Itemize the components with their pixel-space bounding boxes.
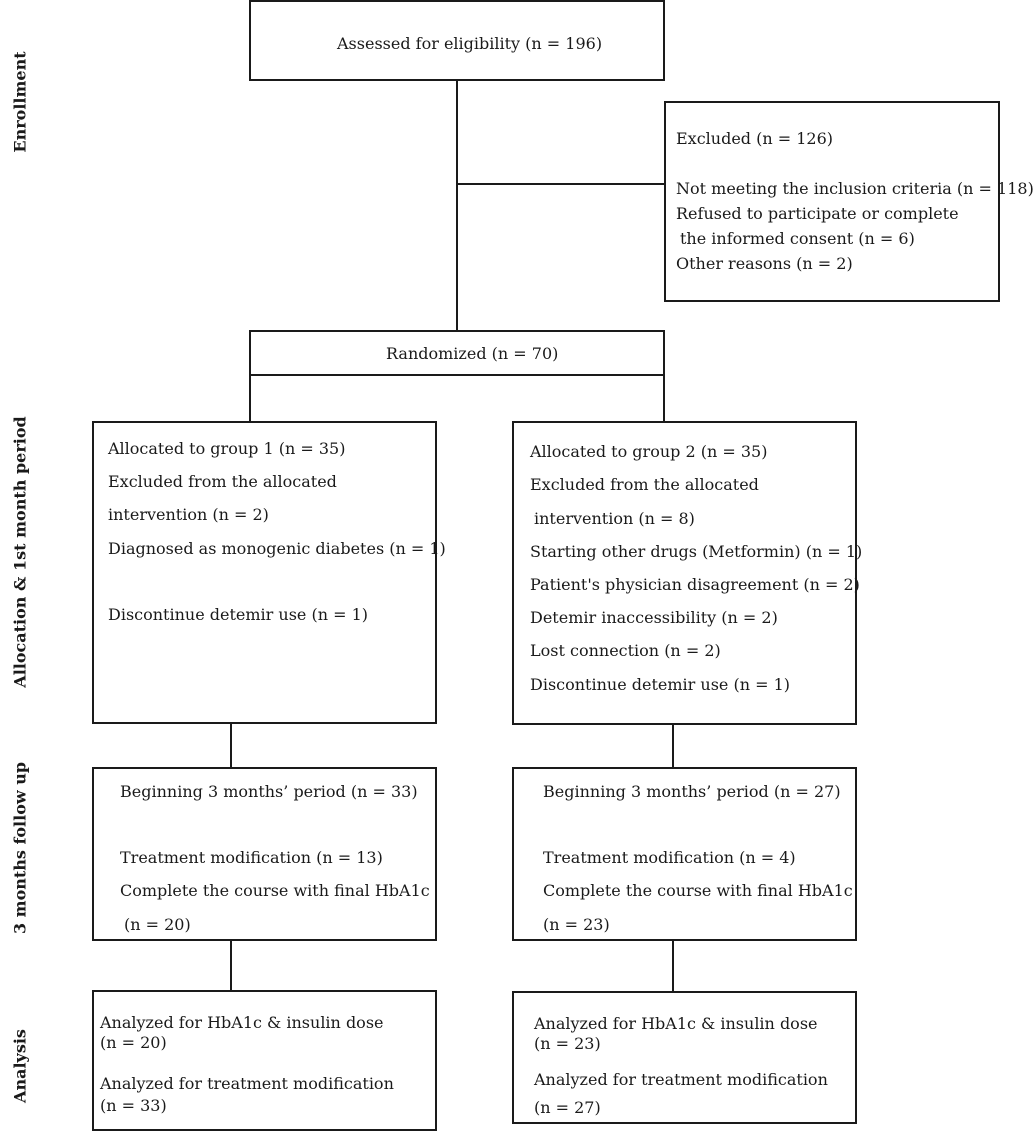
excluded-other: Other reasons (n = 2) [676, 254, 853, 273]
connector-group1-analysis [230, 940, 232, 991]
group2-metformin: Starting other drugs (Metformin) (n = 1) [530, 542, 863, 561]
connector-group1-followup [230, 723, 232, 768]
group2-lost: Lost connection (n = 2) [530, 641, 721, 660]
randomized-box: Randomized (n = 70) [249, 330, 665, 376]
group1-excluded-line2: intervention (n = 2) [108, 505, 269, 524]
group2-analysis-treat-line1: Analyzed for treatment modification [534, 1070, 828, 1089]
group2-discontinue: Discontinue detemir use (n = 1) [530, 675, 791, 694]
group1-discontinue: Discontinue detemir use (n = 1) [108, 605, 369, 624]
group1-complete-line2: (n = 20) [124, 915, 191, 934]
group2-analysis-hba1c-line2: (n = 23) [534, 1034, 601, 1053]
connector-group2-followup [672, 724, 674, 768]
group2-analysis-hba1c-line1: Analyzed for HbA1c & insulin dose [534, 1014, 818, 1033]
group1-allocated: Allocated to group 1 (n = 35) [108, 439, 346, 458]
group1-analysis-box: Analyzed for HbA1c & insulin dose (n = 2… [92, 990, 437, 1131]
connector-to-excluded [456, 183, 665, 185]
group2-analysis-treat-line2: (n = 27) [534, 1098, 601, 1117]
group2-excluded-line1: Excluded from the allocated [530, 475, 759, 494]
group2-excluded-line2: intervention (n = 8) [534, 509, 695, 528]
group1-monogenic: Diagnosed as monogenic diabetes (n = 1) [108, 539, 446, 558]
group2-followup-box: Beginning 3 months’ period (n = 27) Trea… [512, 767, 857, 941]
randomized-text: Randomized (n = 70) [386, 344, 559, 363]
group1-modification: Treatment modification (n = 13) [120, 848, 383, 867]
assessed-text: Assessed for eligibility (n = 196) [337, 34, 603, 53]
phase-label-analysis: Analysis [10, 1029, 30, 1103]
phase-label-enrollment: Enrollment [10, 51, 30, 153]
group2-modification: Treatment modification (n = 4) [543, 848, 796, 867]
group1-complete-line1: Complete the course with final HbA1c [120, 881, 430, 900]
group1-excluded-line1: Excluded from the allocated [108, 472, 337, 491]
group2-complete-line1: Complete the course with final HbA1c [543, 881, 853, 900]
group2-complete-line2: (n = 23) [543, 915, 610, 934]
group1-analysis-treat-line2: (n = 33) [100, 1096, 167, 1115]
excluded-refused-line1: Refused to participate or complete [676, 204, 959, 223]
assessed-box: Assessed for eligibility (n = 196) [249, 0, 665, 81]
group2-inaccessibility: Detemir inaccessibility (n = 2) [530, 608, 778, 627]
group1-allocation-box: Allocated to group 1 (n = 35) Excluded f… [92, 421, 446, 724]
group1-analysis-hba1c-line2: (n = 20) [100, 1033, 167, 1052]
group1-analysis-treat-line1: Analyzed for treatment modification [100, 1074, 394, 1093]
connector-randomized-group1 [249, 375, 251, 422]
group2-allocated: Allocated to group 2 (n = 35) [530, 442, 768, 461]
group1-followup-box: Beginning 3 months’ period (n = 33) Trea… [92, 767, 437, 941]
group2-allocation-box: Allocated to group 2 (n = 35) Excluded f… [512, 421, 862, 725]
group2-beginning: Beginning 3 months’ period (n = 27) [543, 782, 841, 801]
group1-analysis-hba1c-line1: Analyzed for HbA1c & insulin dose [100, 1013, 384, 1032]
phase-label-followup: 3 months follow up [10, 761, 30, 935]
connector-assessed-randomized [456, 80, 458, 330]
excluded-criteria: Not meeting the inclusion criteria (n = … [676, 179, 1034, 198]
excluded-box: Excluded (n = 126) Not meeting the inclu… [664, 101, 1034, 302]
group2-physician: Patient's physician disagreement (n = 2) [530, 575, 860, 594]
phase-label-allocation: Allocation & 1st month period [10, 416, 30, 688]
excluded-refused-line2: the informed consent (n = 6) [680, 229, 915, 248]
group2-analysis-box: Analyzed for HbA1c & insulin dose (n = 2… [512, 991, 857, 1124]
connector-randomized-group2 [663, 375, 665, 422]
connector-group2-analysis [672, 940, 674, 992]
group1-beginning: Beginning 3 months’ period (n = 33) [120, 782, 418, 801]
excluded-title: Excluded (n = 126) [676, 129, 834, 148]
